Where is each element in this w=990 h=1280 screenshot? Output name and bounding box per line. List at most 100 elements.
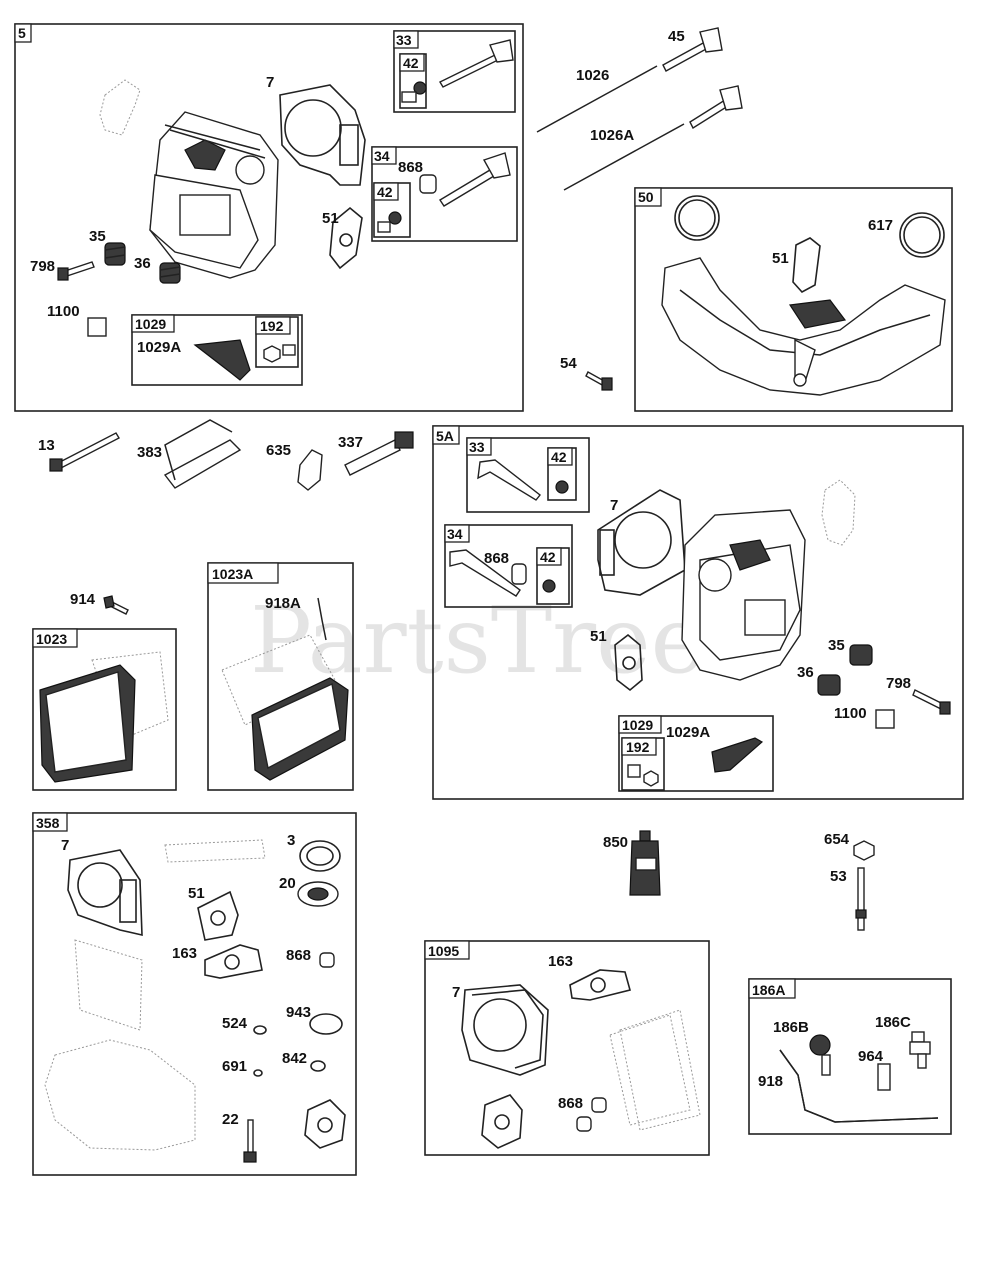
- callout-186C[interactable]: 186C: [875, 1014, 911, 1031]
- callout-35[interactable]: 35: [828, 637, 845, 654]
- callout-943[interactable]: 943: [286, 1004, 311, 1021]
- callout-163[interactable]: 163: [548, 953, 573, 970]
- gasket-ring-icon: [674, 195, 720, 241]
- breather-tube-icon: [163, 419, 242, 489]
- callout-7[interactable]: 7: [452, 984, 460, 1001]
- clip-icon: [875, 709, 895, 729]
- callout-654[interactable]: 654: [824, 831, 850, 848]
- group-tag: 50: [638, 189, 654, 205]
- head-gasket-icon: [67, 849, 143, 937]
- group-1095[interactable]: 1095 163 7 868: [424, 940, 710, 1156]
- hose-icon: [317, 597, 327, 641]
- misc-parts-row[interactable]: 13 383 635 337: [38, 419, 414, 491]
- callout-53[interactable]: 53: [830, 868, 847, 885]
- exhaust-gasket-icon: [329, 206, 363, 270]
- callout-337[interactable]: 337: [338, 434, 363, 451]
- valve-cover-icon: [251, 677, 349, 781]
- seal-ring-icon: [299, 840, 341, 872]
- callout-798[interactable]: 798: [30, 258, 55, 275]
- o-ring-icon: [253, 1069, 263, 1077]
- callout-1029A[interactable]: 1029A: [137, 339, 181, 356]
- check-valve-icon: [809, 1034, 831, 1076]
- callout-918A[interactable]: 918A: [265, 595, 301, 612]
- intake-gasket-icon: [204, 944, 263, 979]
- callout-51[interactable]: 51: [188, 885, 205, 902]
- bolt-icon: [243, 1119, 257, 1163]
- callout-868[interactable]: 868: [398, 159, 423, 176]
- callout-1026A[interactable]: 1026A: [590, 127, 634, 144]
- group-358[interactable]: 358 7 3 20 51 163 868 524 943 691 842: [32, 812, 357, 1176]
- spark-plug-boot-icon: [297, 449, 323, 491]
- group-5[interactable]: 5 7 51 33 42: [14, 23, 524, 412]
- group-tag: 42: [551, 449, 567, 465]
- callout-45[interactable]: 45: [668, 28, 685, 45]
- callout-1100[interactable]: 1100: [834, 705, 867, 722]
- callout-1026[interactable]: 1026: [576, 67, 609, 84]
- rocker-arm-icon: [711, 737, 764, 773]
- callout-617[interactable]: 617: [868, 217, 893, 234]
- group-tag: 42: [403, 55, 419, 71]
- callout-383[interactable]: 383: [137, 444, 162, 461]
- callout-964[interactable]: 964: [858, 1048, 884, 1065]
- callout-51[interactable]: 51: [772, 250, 789, 267]
- nut-icon: [643, 770, 659, 787]
- group-34-box: [444, 524, 573, 608]
- callout-868[interactable]: 868: [484, 550, 509, 567]
- callout-7[interactable]: 7: [266, 74, 274, 91]
- exhaust-gasket-icon: [792, 237, 821, 294]
- callout-868[interactable]: 868: [558, 1095, 583, 1112]
- bolt-icon: [912, 689, 951, 715]
- callout-1029A[interactable]: 1029A: [666, 724, 710, 741]
- callout-691[interactable]: 691: [222, 1058, 247, 1075]
- group-33-box: [466, 437, 590, 513]
- callout-186B[interactable]: 186B: [773, 1019, 809, 1036]
- group-tag: 1023: [36, 631, 67, 647]
- callout-20[interactable]: 20: [279, 875, 296, 892]
- callout-36[interactable]: 36: [134, 255, 151, 272]
- pushrod-icon: [536, 65, 658, 133]
- gasket-outline-icon: [99, 79, 141, 136]
- group-5A[interactable]: 5A 33 42 34 868 42 7 51: [432, 425, 964, 800]
- callout-524[interactable]: 524: [222, 1015, 248, 1032]
- valve-icon: [477, 459, 541, 501]
- pushrod-area[interactable]: 45 1026 1026A 54: [536, 27, 743, 391]
- group-186A[interactable]: 186A 186B 186C 964 918: [748, 978, 952, 1135]
- callout-13[interactable]: 13: [38, 437, 55, 454]
- callout-842[interactable]: 842: [282, 1050, 307, 1067]
- callout-35[interactable]: 35: [89, 228, 106, 245]
- group-tag: 34: [374, 148, 390, 164]
- callout-635[interactable]: 635: [266, 442, 291, 459]
- callout-798[interactable]: 798: [886, 675, 911, 692]
- callout-54[interactable]: 54: [560, 355, 577, 372]
- callout-51[interactable]: 51: [590, 628, 607, 645]
- callout-914[interactable]: 914: [70, 591, 96, 608]
- valve-spring-icon: [849, 644, 873, 666]
- callout-163[interactable]: 163: [172, 945, 197, 962]
- callout-51[interactable]: 51: [322, 210, 339, 227]
- callout-1100[interactable]: 1100: [47, 303, 80, 320]
- callout-7[interactable]: 7: [61, 837, 69, 854]
- group-tag: 192: [626, 739, 650, 755]
- o-ring-icon: [310, 1060, 326, 1072]
- group-1023A[interactable]: 1023A 918A: [207, 562, 354, 791]
- callout-850[interactable]: 850: [603, 834, 628, 851]
- nut-icon: [263, 345, 281, 363]
- valve-seal-icon: [419, 174, 437, 194]
- group-tag: 192: [260, 318, 284, 334]
- group-tag: 1029: [622, 717, 653, 733]
- group-tag: 33: [469, 439, 485, 455]
- exhaust-gasket-icon: [481, 1094, 523, 1149]
- callout-36[interactable]: 36: [797, 664, 814, 681]
- group-50[interactable]: 50 617 51: [634, 187, 953, 412]
- bolt-icon: [57, 261, 95, 281]
- callout-3[interactable]: 3: [287, 832, 295, 849]
- valve-icon: [439, 54, 499, 88]
- callout-868[interactable]: 868: [286, 947, 311, 964]
- valve-seal-icon: [511, 563, 527, 585]
- callout-22[interactable]: 22: [222, 1111, 239, 1128]
- group-1023[interactable]: 1023: [32, 628, 177, 791]
- group-tag: 1095: [428, 943, 459, 959]
- callout-918[interactable]: 918: [758, 1073, 783, 1090]
- valve-seal-icon: [591, 1097, 607, 1113]
- callout-7[interactable]: 7: [610, 497, 618, 514]
